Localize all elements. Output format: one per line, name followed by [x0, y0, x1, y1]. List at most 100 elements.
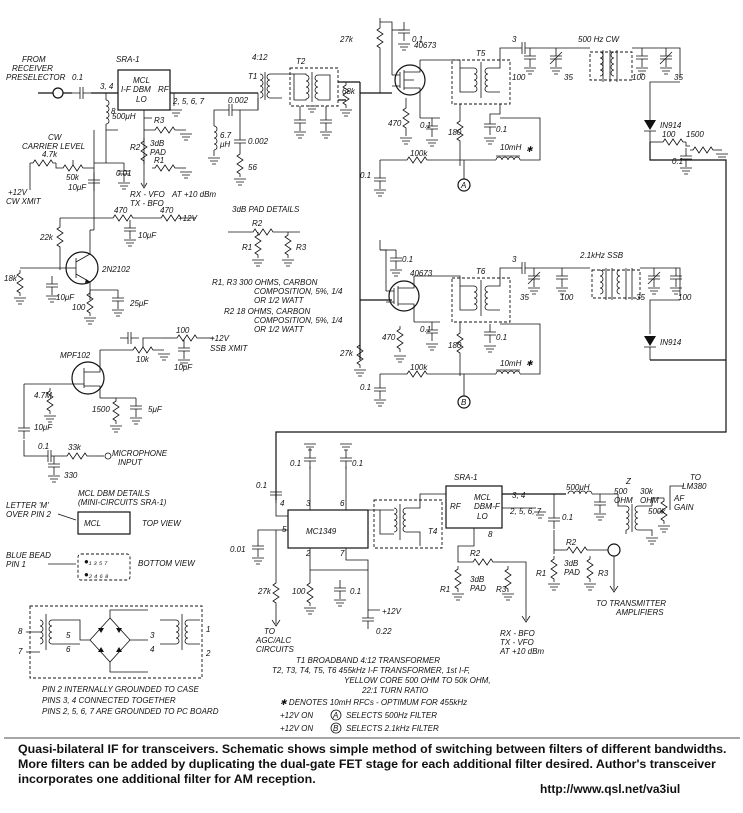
s500-c01b: 0.1 — [420, 121, 431, 130]
bridge-p3: 3 — [150, 631, 155, 640]
s500-r180: 180 — [448, 128, 462, 137]
s21-r100k: 100k — [410, 363, 428, 372]
s500-diode: IN914 — [660, 121, 682, 130]
legend-selb-post: SELECTS 2.1kHz FILTER — [346, 724, 439, 733]
receiver-input: FROM RECEIVER PRESELECTOR 0.1 3, 4 500μH… — [6, 55, 136, 131]
s21-diode: IN914 — [660, 338, 682, 347]
bridge-p5: 5 — [66, 631, 71, 640]
mc-pin4: 4 — [280, 499, 285, 508]
mic-supply1: +12V — [210, 334, 230, 343]
ao-z: Z — [625, 477, 632, 486]
input-cap-label: 0.1 — [72, 73, 83, 82]
cw-c10uf: 10μF — [68, 183, 87, 192]
mic-c5: 5μF — [148, 405, 163, 414]
mic-pot: 10k — [136, 355, 150, 364]
ca-r18k: 18k — [4, 274, 18, 283]
figure-caption: Quasi-bilateral IF for transceivers. Sch… — [18, 742, 727, 786]
s500-r27k: 27k — [339, 35, 354, 44]
s500-node-label: A — [460, 181, 466, 190]
sra1-bot-vfo3: AT +10 dBm — [499, 647, 544, 656]
mc-pin6: 6 — [340, 499, 345, 508]
t1-l1b: μH — [219, 140, 230, 149]
mc-pin5: 5 — [282, 525, 287, 534]
mic-c01: 0.1 — [38, 442, 49, 451]
mc1349-amplifier: 0.1 0.1 0.1 MC1349 3 6 4 5 2 7 0.01 27k … — [230, 443, 446, 654]
sra1-top-r2: R2 — [130, 143, 141, 152]
pad-note1c: OR 1/2 WATT — [254, 296, 305, 305]
mc-name: MC1349 — [306, 527, 337, 536]
pad-note2a: R2 18 OHMS, CARBON — [224, 307, 310, 316]
sra1-bot-lo: LO — [477, 512, 488, 521]
s500-r100k: 100k — [410, 149, 428, 158]
mc-c022: 0.22 — [376, 627, 392, 636]
pin-note-1: PIN 2 INTERNALLY GROUNDED TO CASE — [42, 685, 199, 694]
pad-r2: R2 — [252, 219, 263, 228]
sra1-bot-pad2: PAD — [470, 584, 486, 593]
if-pins-label: 3, 4 — [100, 82, 114, 91]
mc-c01a: 0.1 — [256, 481, 267, 490]
stage-500hz: 27k 0.1 40673 T5 3 100 35 500 Hz CW — [339, 18, 729, 360]
legend-sela-pre: +12V ON — [280, 711, 313, 720]
receiver-label-3: PRESELECTOR — [6, 73, 66, 82]
pad-r3: R3 — [296, 243, 307, 252]
ca-r100: 100 — [72, 303, 86, 312]
ca-r22k: 22k — [39, 233, 54, 242]
ca-r470b: 470 — [160, 206, 174, 215]
s500-rfc: 10mH — [500, 143, 522, 152]
mic-r100: 100 — [176, 326, 190, 335]
mc-c01b: 0.1 — [290, 459, 301, 468]
mc-c01d: 0.1 — [350, 587, 361, 596]
sra1-bot-vfo1: RX - BFO — [500, 629, 535, 638]
sra1-top-box — [117, 69, 171, 111]
sra1-bot-rf: RF — [450, 502, 462, 511]
pad-title: 3dB PAD DETAILS — [232, 205, 300, 214]
ao-pad2: PAD — [564, 568, 580, 577]
mcl-letter2: OVER PIN 2 — [6, 510, 51, 519]
sra1-bot-mcl: MCL — [474, 493, 491, 502]
s500-c100b: 100 — [632, 73, 646, 82]
legend-t2a: T2, T3, T4, T5, T6 455kHz I-F TRANSFORME… — [272, 666, 470, 675]
pad-details: 3dB PAD DETAILS R2 R1 R3 R1, R3 300 OHMS… — [212, 205, 343, 334]
mc-r27k: 27k — [257, 587, 272, 596]
sra1-top-vfo2: TX - BFO — [130, 199, 164, 208]
ao-af1: AF — [673, 494, 685, 503]
s21-c100a: 100 — [560, 293, 574, 302]
s500-r470: 470 — [388, 119, 402, 128]
s21-r180: 180 — [448, 341, 462, 350]
sra1-bot-title: SRA-1 — [454, 473, 478, 482]
pad-note2c: OR 1/2 WATT — [254, 325, 305, 334]
input-jack — [52, 87, 64, 99]
legend-sela-post: SELECTS 500Hz FILTER — [346, 711, 437, 720]
ao-r1: R1 — [536, 569, 546, 578]
ao-lm: LM380 — [682, 482, 707, 491]
legend-t2c: 22:1 TURN RATIO — [361, 686, 428, 695]
sra1-bot-gnd-pins: 2, 5, 6, 7 — [509, 507, 542, 516]
carrier-amplifier: 470 470 +12V 10μF 22k 2N2102 18k 10μF 10… — [4, 206, 198, 325]
ao-af2: GAIN — [674, 503, 694, 512]
mic-amplifier: MPF102 10k 100 +12V SSB XMIT 10μF 4.7M 1… — [17, 326, 248, 483]
sra1-top-pad: 3dB — [150, 139, 165, 148]
pin-note-3: PINS 2, 5, 6, 7 ARE GROUNDED TO PC BOARD — [42, 707, 219, 716]
mic-input-label1: MICROPHONE — [112, 449, 168, 458]
ao-pad: 3dB — [564, 559, 579, 568]
sra1-top-mcl: MCL — [133, 76, 150, 85]
diode-bridge-detail: 8 7 5 6 3 4 1 2 — [18, 605, 211, 679]
s500-c01c: 0.1 — [496, 125, 507, 134]
ca-c10: 10μF — [138, 231, 157, 240]
sra1-top-pad2: PAD — [150, 148, 166, 157]
mc-agc1: TO — [264, 627, 275, 636]
mc-c01c: 0.1 — [352, 459, 363, 468]
bridge-p1: 1 — [206, 625, 210, 634]
s500-r100: 100 — [662, 130, 676, 139]
s21-c01d: 0.1 — [360, 383, 371, 392]
s500-c01e: 0.1 — [672, 157, 683, 166]
s500-star: ✱ — [526, 145, 534, 154]
s21-c100b: 100 — [678, 293, 692, 302]
sra1-top-rf: RF — [158, 85, 170, 94]
mcl-title2: (MINI-CIRCUITS SRA-1) — [78, 498, 167, 507]
mc-c001: 0.01 — [230, 545, 246, 554]
pin-notes: PIN 2 INTERNALLY GROUNDED TO CASE PINS 3… — [42, 685, 219, 716]
ao-z2b: OHM — [640, 496, 659, 505]
s500-filter-label: 500 Hz CW — [578, 35, 620, 44]
s21-c01c: 0.1 — [496, 333, 507, 342]
